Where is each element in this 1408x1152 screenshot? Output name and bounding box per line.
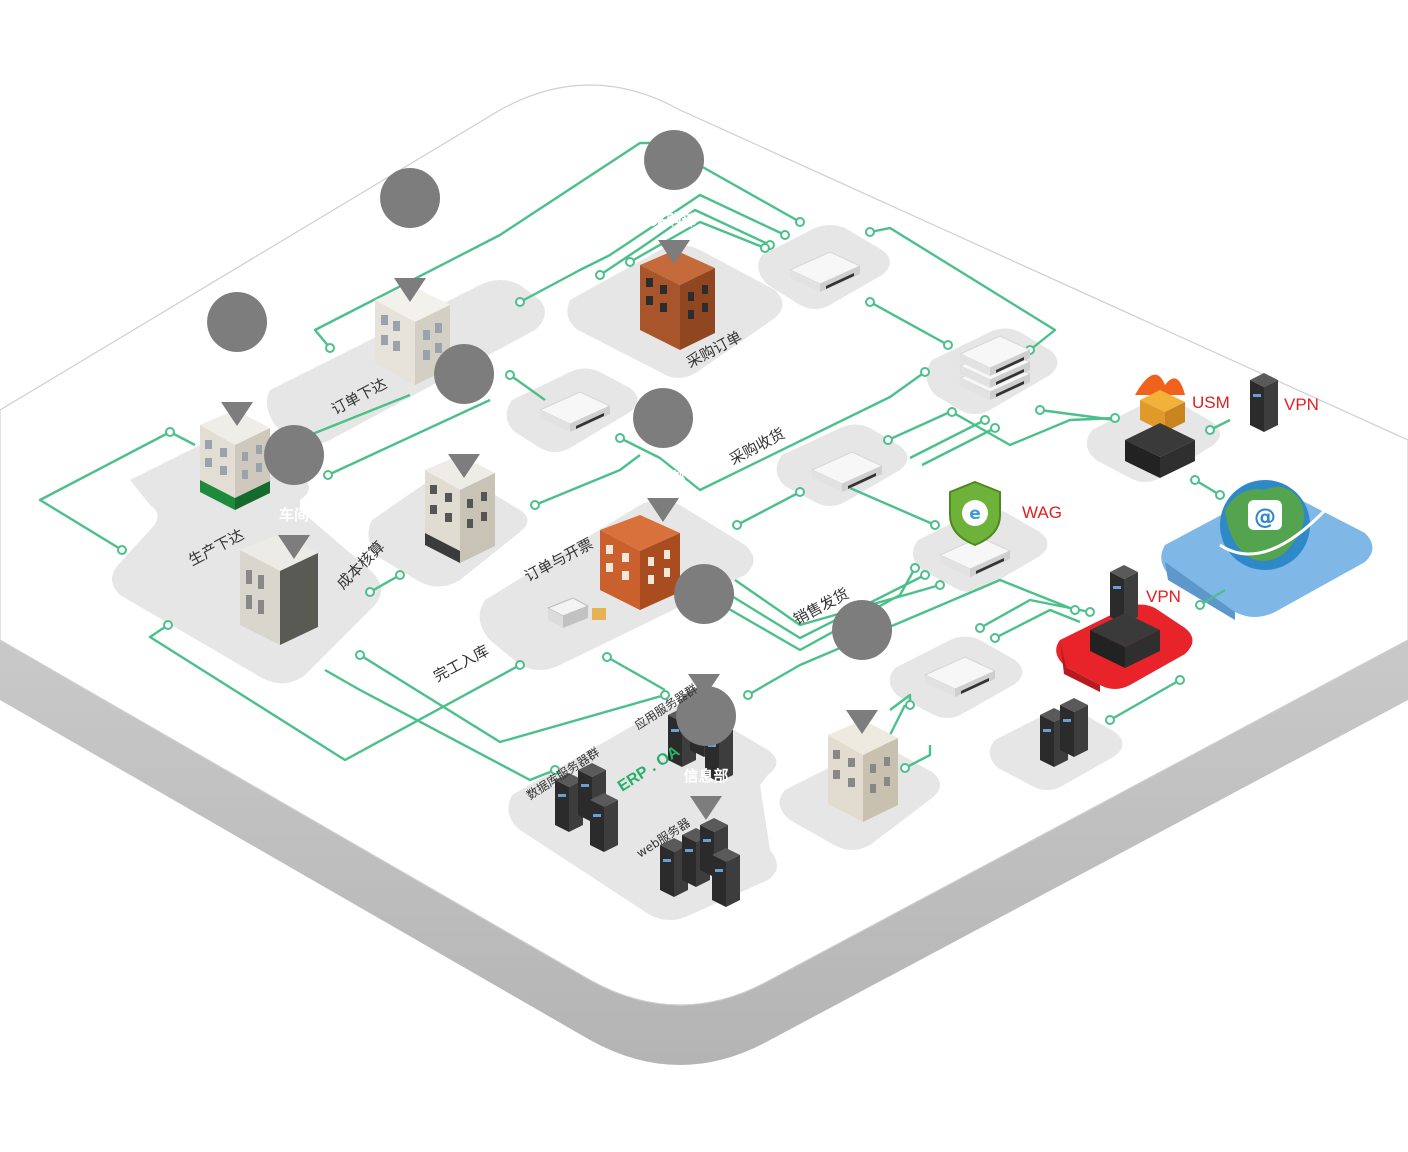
svg-text:e: e — [969, 504, 981, 524]
pin-branch: 分公司 — [832, 600, 893, 734]
label-usm: USM — [1192, 393, 1230, 412]
label-vpn-top: VPN — [1284, 395, 1319, 414]
svg-text:@: @ — [1254, 505, 1276, 530]
pin-data-center: 数据 中心 — [674, 564, 735, 698]
wag-shield-icon: e — [949, 480, 1001, 547]
building-workshop — [240, 535, 318, 645]
pin-label: 财务部 — [441, 425, 486, 443]
pin-label: 信息部 — [683, 767, 728, 785]
building-planning — [200, 410, 270, 510]
pin-label: 车间 — [279, 506, 309, 524]
pin-finance: 财务部 — [434, 344, 495, 478]
building-finance — [425, 455, 495, 563]
pin-label: 销售部 — [387, 249, 432, 267]
label-vpn-red: VPN — [1146, 587, 1181, 606]
building-sales — [375, 285, 450, 385]
label-wag: WAG — [1022, 503, 1062, 522]
pin-logistics: 物流部 — [633, 388, 694, 522]
pin-planning: 计划部 — [207, 292, 268, 426]
building-logistics — [600, 515, 680, 610]
pin-info-dept: 信息部 — [676, 686, 737, 820]
internet-globe-icon: @ — [1219, 480, 1332, 570]
pin-label: 采购部 — [650, 211, 696, 229]
pin-purchasing: 采购部 — [644, 130, 705, 264]
pin-workshop: 车间 — [264, 425, 325, 559]
pin-sales: 销售部 — [380, 168, 441, 302]
vpn-red-server-icon — [1090, 565, 1160, 668]
pin-label: 计划部 — [214, 373, 259, 391]
truck-icon — [546, 597, 606, 628]
building-branch — [828, 720, 898, 822]
usm-firewall-icon — [1125, 374, 1195, 478]
pin-label: 物流部 — [640, 469, 685, 487]
vpn-server-icon — [1250, 373, 1278, 432]
pin-label: 分公司 — [839, 681, 884, 699]
building-purchasing — [640, 250, 715, 350]
pin-label-line2: 中心 — [689, 654, 719, 672]
pin-label-line1: 数据 — [689, 636, 719, 654]
